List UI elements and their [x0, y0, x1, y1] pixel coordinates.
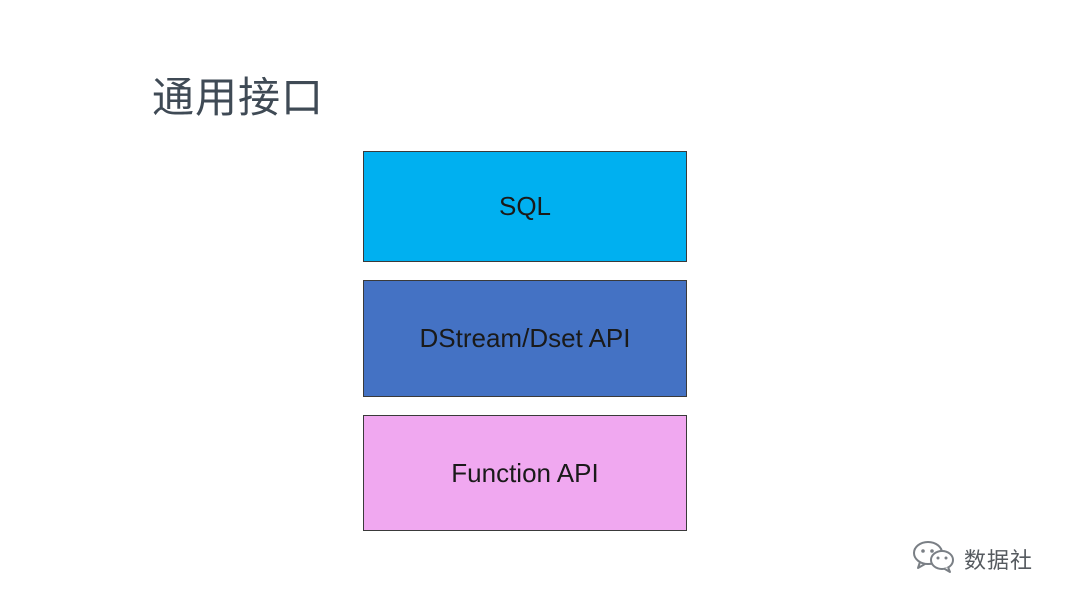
layer-sql: SQL: [363, 151, 687, 262]
watermark: 数据社: [912, 540, 1033, 578]
wechat-icon: [912, 540, 956, 578]
layer-dstream-api-label: DStream/Dset API: [419, 323, 631, 353]
layer-function-api: Function API: [363, 415, 687, 531]
layer-dstream-api: DStream/Dset API: [363, 280, 687, 397]
watermark-text: 数据社: [964, 549, 1034, 574]
layer-function-api-label: Function API: [451, 457, 599, 488]
layer-sql-label: SQL: [498, 191, 552, 221]
slide-title: 通用接口: [152, 73, 325, 122]
